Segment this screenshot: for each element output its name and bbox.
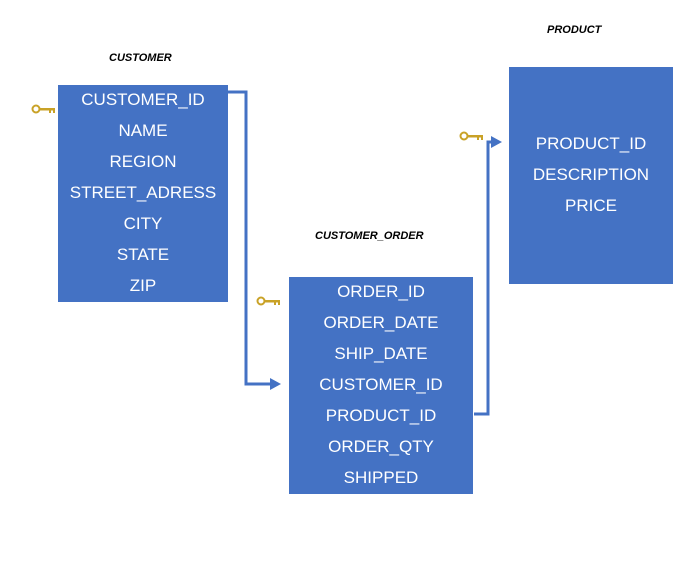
customer-field-region: REGION bbox=[109, 152, 177, 171]
customer-order-field-customer-id: CUSTOMER_ID bbox=[319, 375, 443, 394]
customer-order-field-product-id: PRODUCT_ID bbox=[325, 406, 437, 425]
product-field-description: DESCRIPTION bbox=[532, 165, 650, 184]
customer-field-zip: ZIP bbox=[129, 276, 157, 295]
product-field-product-id: PRODUCT_ID bbox=[535, 134, 647, 153]
product-key-icon bbox=[459, 131, 483, 141]
customer-table: CUSTOMER_ID NAME REGION STREET_ADRESS CI… bbox=[58, 85, 228, 302]
customer-field-street-adress: STREET_ADRESS bbox=[69, 183, 217, 202]
customer-order-title: CUSTOMER_ORDER bbox=[315, 230, 424, 242]
product-title: PRODUCT bbox=[547, 24, 602, 36]
customer-order-field-ship-date: SHIP_DATE bbox=[334, 344, 428, 363]
customer-field-city: CITY bbox=[123, 214, 163, 233]
customer-field-name: NAME bbox=[118, 121, 168, 140]
product-table: PRODUCT_ID DESCRIPTION PRICE bbox=[509, 67, 673, 284]
order-to-product-connector bbox=[474, 140, 494, 416]
customer-order-field-order-date: ORDER_DATE bbox=[323, 313, 439, 332]
customer-order-key-icon bbox=[256, 296, 280, 306]
customer-to-order-arrowhead bbox=[270, 378, 281, 390]
customer-order-field-order-id: ORDER_ID bbox=[337, 282, 425, 301]
customer-order-field-shipped: SHIPPED bbox=[343, 468, 419, 487]
product-field-price: PRICE bbox=[565, 196, 617, 215]
customer-title: CUSTOMER bbox=[109, 52, 172, 64]
order-to-product-arrowhead bbox=[491, 136, 502, 148]
customer-order-field-order-qty: ORDER_QTY bbox=[328, 437, 434, 456]
customer-key-icon bbox=[31, 104, 55, 114]
customer-field-state: STATE bbox=[116, 245, 170, 264]
customer-field-customer-id: CUSTOMER_ID bbox=[81, 90, 205, 109]
customer-to-order-connector bbox=[228, 90, 272, 386]
customer-order-table: ORDER_ID ORDER_DATE SHIP_DATE CUSTOMER_I… bbox=[289, 277, 473, 494]
